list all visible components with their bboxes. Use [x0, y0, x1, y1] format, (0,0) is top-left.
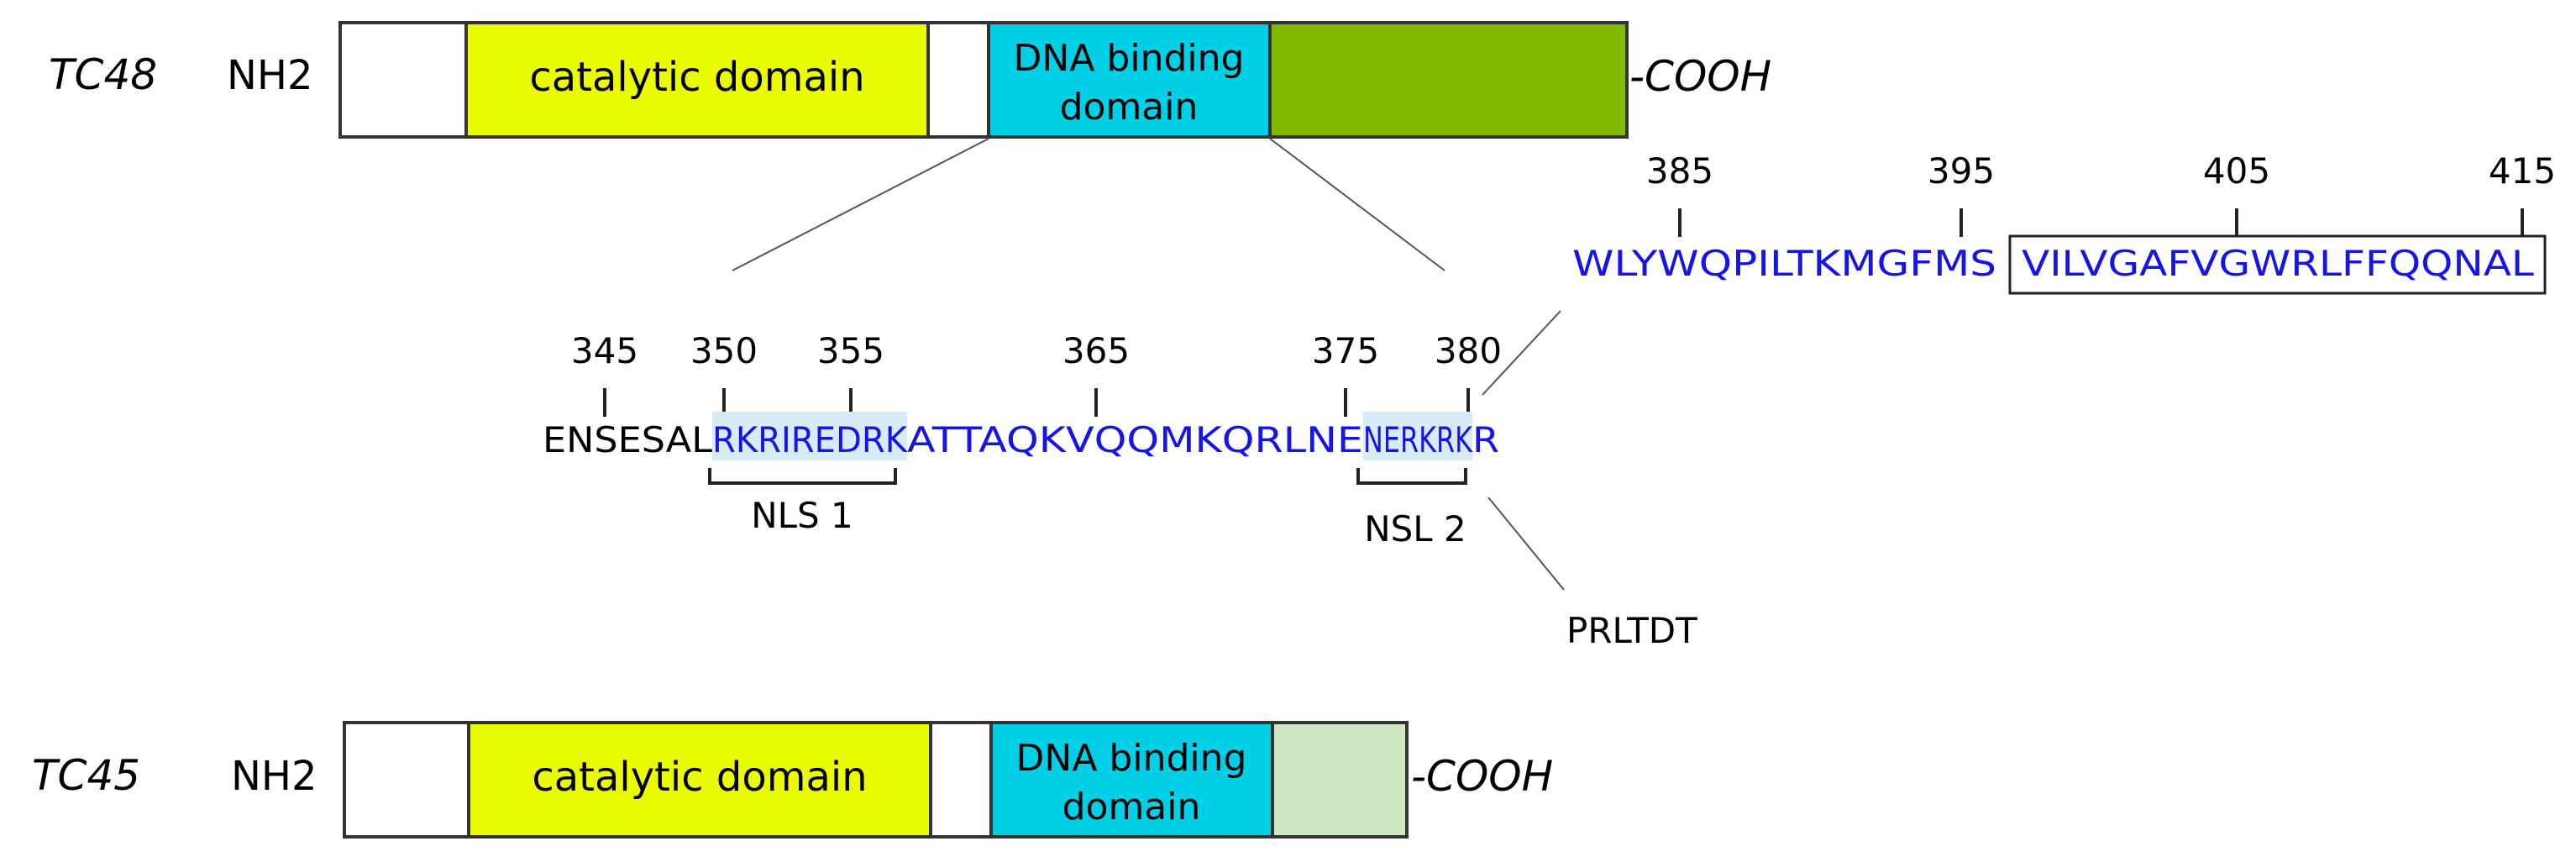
tc45-linker-segment: [929, 721, 993, 839]
position-345: 345: [571, 330, 638, 371]
nsl2-label: NSL 2: [1364, 508, 1466, 549]
tc48-construct: TC48 NH2 catalytic domain DNA binding do…: [49, 21, 1771, 139]
tc48-dna-label-line1: DNA binding: [1014, 37, 1245, 80]
tc48-dna-binding-domain: [987, 21, 1272, 139]
position-415: 415: [2489, 150, 2556, 192]
tc45-dna-label-line1: DNA binding: [1016, 737, 1247, 780]
cterm-sequence-panel: 385 395 405 415 WLYWQPILTKMGFMS VILVGAFV…: [1572, 150, 2556, 295]
tc48-catalytic-domain: [464, 21, 930, 139]
tc45-nterm-label: NH2: [231, 753, 317, 800]
sequence-prefix: ENSESAL: [543, 419, 713, 460]
zoom-line-left: [732, 138, 989, 271]
connector-to-tail: [1487, 497, 1565, 591]
position-365: 365: [1062, 330, 1130, 371]
position-385: 385: [1646, 150, 1713, 192]
nls1-label: NLS 1: [751, 495, 853, 536]
position-375: 375: [1312, 330, 1379, 371]
tc48-nterm-segment: [338, 21, 468, 139]
position-380: 380: [1435, 330, 1502, 371]
tc45-dna-label-line2: domain: [1062, 786, 1201, 828]
tc48-linker-segment: [926, 21, 990, 139]
nls1-sequence: RKRIREDRK: [712, 419, 908, 460]
position-405: 405: [2203, 150, 2270, 192]
cterm-sequence-part1: WLYWQPILTKMGFMS: [1572, 243, 1996, 284]
cterm-sequence-part2: VILVGAFVGWRLFFQQNAL: [2022, 243, 2535, 284]
tc45-nterm-segment: [343, 721, 470, 839]
tc45-catalytic-label: catalytic domain: [532, 754, 867, 801]
transmembrane-box: [2008, 234, 2547, 295]
nsl2-bracket: [1356, 468, 1467, 485]
tc45-label: TC45: [32, 751, 140, 800]
position-355: 355: [817, 330, 884, 371]
tc45-cterm-domain: [1271, 721, 1409, 839]
nls1-highlight: [712, 412, 907, 460]
nsl2-sequence: NERKRK: [1363, 419, 1473, 460]
tc48-nterm-label: NH2: [227, 52, 313, 99]
tc45-cterm-label: -COOH: [1411, 752, 1553, 801]
zoom-line-right: [1269, 138, 1445, 271]
position-395: 395: [1928, 150, 1995, 192]
nls1-bracket: [708, 468, 897, 485]
linker-sequence: ATTAQKVQQMKQRLNE: [907, 419, 1363, 460]
tc48-cterm-label: -COOH: [1629, 52, 1771, 101]
nsl2-highlight: [1363, 412, 1472, 460]
tc48-catalytic-label: catalytic domain: [529, 54, 864, 101]
nls-sequence-panel: 345 350 355 365 375 380 ENSESAL RKRIREDR…: [543, 330, 1697, 651]
connector-to-cterm-sequence: [1482, 310, 1561, 396]
tc45-construct: TC45 NH2 catalytic domain DNA binding do…: [32, 721, 1553, 839]
tc48-dna-label-line2: domain: [1060, 86, 1199, 129]
tc48-label: TC48: [49, 50, 157, 99]
terminal-residue: R: [1472, 419, 1499, 460]
position-350: 350: [690, 330, 758, 371]
tail-sequence: PRLTDT: [1566, 610, 1697, 651]
tc48-cterm-domain: [1268, 21, 1629, 139]
